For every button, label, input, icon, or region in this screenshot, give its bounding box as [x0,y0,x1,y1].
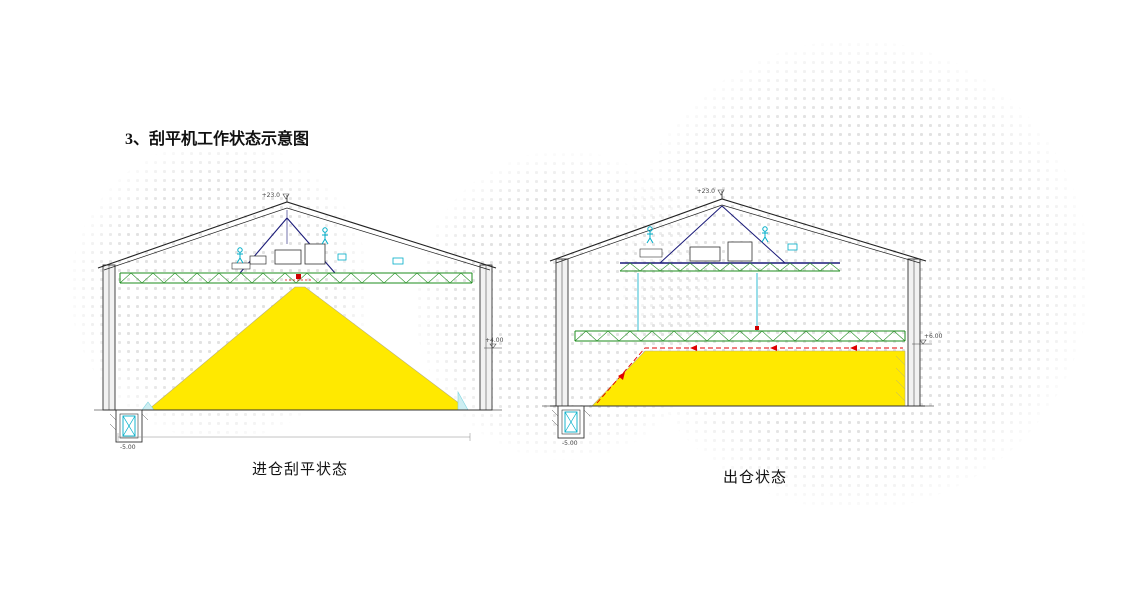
figure-left-caption: 进仓刮平状态 [251,462,348,478]
grain-pile [141,286,469,411]
diagram-warehouse-discharge: +23.0 [542,188,943,447]
warehouse-roof [549,191,927,264]
warehouse-walls [102,264,493,411]
grain-level-annotation: +6.00 [912,333,943,345]
pit-machine [564,411,578,433]
warehouse-roof [97,195,497,271]
flow-arrow [770,345,777,351]
leveling-truss [119,272,473,284]
red-marker [755,326,759,330]
span-dimension-line [117,433,471,441]
worker-figures [236,227,329,264]
apex-elevation-label: +23.0 [697,188,716,195]
grain-edge-cyan-left [141,401,155,411]
discharge-pit: -5.00 [109,409,149,450]
grain-level-label: +4.00 [485,337,504,344]
leveling-machine [231,243,404,281]
worker-icon [761,226,769,243]
grain-level-annotation: +4.00 [484,337,504,349]
worker-icon [236,247,244,264]
pit-machine [122,415,136,437]
grain-pile [591,350,906,407]
pit-depth-label: -5.00 [562,440,578,447]
warehouse-walls [555,258,921,407]
page-title: 3、刮平机工作状态示意图 [125,131,310,148]
hanger-cables [637,273,758,331]
flow-arrow [690,345,697,351]
figure-right-caption: 出仓状态 [722,470,787,486]
worker-icon [321,227,329,245]
apex-elevation-annotation: +23.0 [262,192,290,200]
top-carriage-truss [619,205,841,272]
flow-arrow [850,345,857,351]
red-marker [296,274,301,279]
worker-figures [646,226,769,244]
lowered-truss [574,326,906,342]
grain-flow-dashed-line [596,345,903,404]
apex-elevation-label: +23.0 [262,192,281,199]
pit-depth-label: -5.00 [120,444,136,450]
grain-level-label: +6.00 [924,333,943,340]
diagram-warehouse-leveling: +23.0 [94,192,504,450]
worker-icon [646,226,654,244]
apex-elevation-annotation: +23.0 [697,188,725,196]
figure-discharge-state: +23.0 [540,184,970,487]
figure-leveling-state: +23.0 [90,188,510,479]
discharge-pit: -5.00 [551,405,591,447]
hoist-machinery [639,241,798,262]
world-map-dots-right [620,40,1090,510]
grain-edge-cyan-right [457,390,469,411]
flow-arrow [618,372,625,380]
